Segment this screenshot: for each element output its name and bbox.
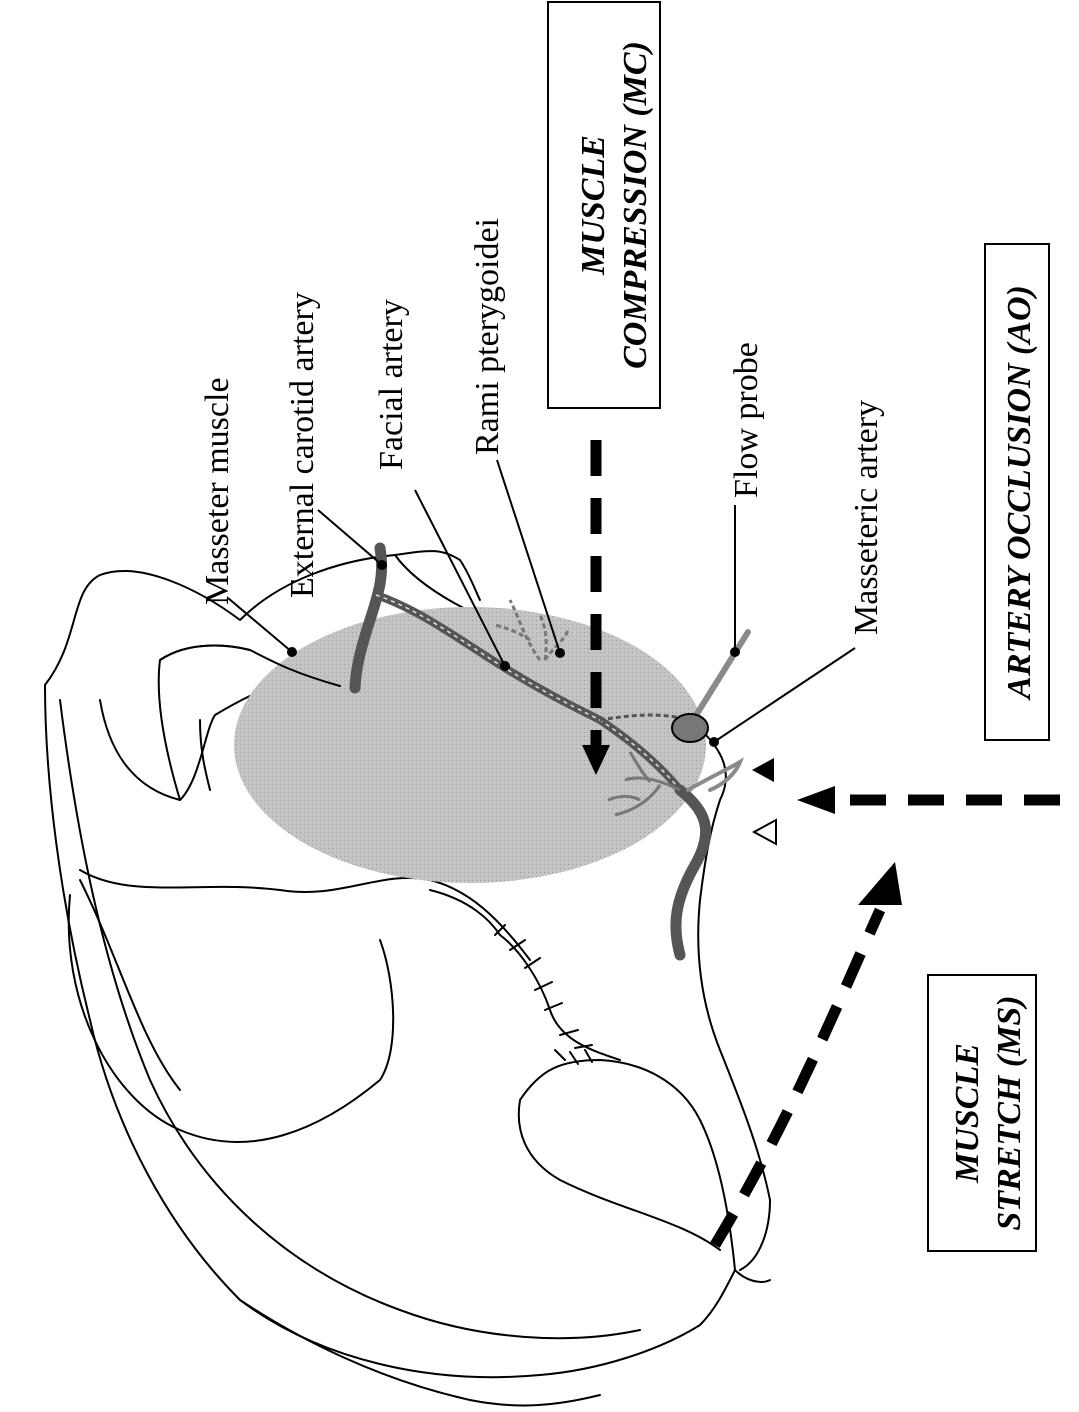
label-flow-probe: Flow probe xyxy=(728,342,765,498)
ms-arrowhead xyxy=(858,862,902,905)
ms-label-box: MUSCLE STRETCH (MS) xyxy=(928,975,1036,1251)
mc-label-box: MUSCLE COMPRESSION (MC) xyxy=(548,2,660,408)
label-facial-artery: Facial artery xyxy=(373,299,410,470)
ao-arrowhead xyxy=(797,786,835,814)
ao-label-line1: ARTERY OCCLUSION (AO) xyxy=(1001,285,1038,701)
label-external-carotid-artery: External carotid artery xyxy=(284,292,321,598)
mc-label-line2: COMPRESSION (MC) xyxy=(617,41,654,369)
filled-triangle-marker xyxy=(752,758,774,782)
ms-label-line1: MUSCLE xyxy=(949,1043,986,1184)
label-masseteric-artery: Masseteric artery xyxy=(848,400,885,635)
label-masseter-muscle: Masseter muscle xyxy=(199,377,236,605)
anatomy-labels: Masseter muscle External carotid artery … xyxy=(199,218,885,635)
mc-label-line1: MUSCLE xyxy=(575,135,612,276)
lower-carotid-segment xyxy=(676,790,706,955)
ao-label-box: ARTERY OCCLUSION (AO) xyxy=(985,244,1049,740)
open-triangle-marker xyxy=(754,820,776,844)
label-rami-pterygoidei: Rami pterygoidei xyxy=(469,218,506,455)
ms-label-line2: STRETCH (MS) xyxy=(991,995,1028,1230)
